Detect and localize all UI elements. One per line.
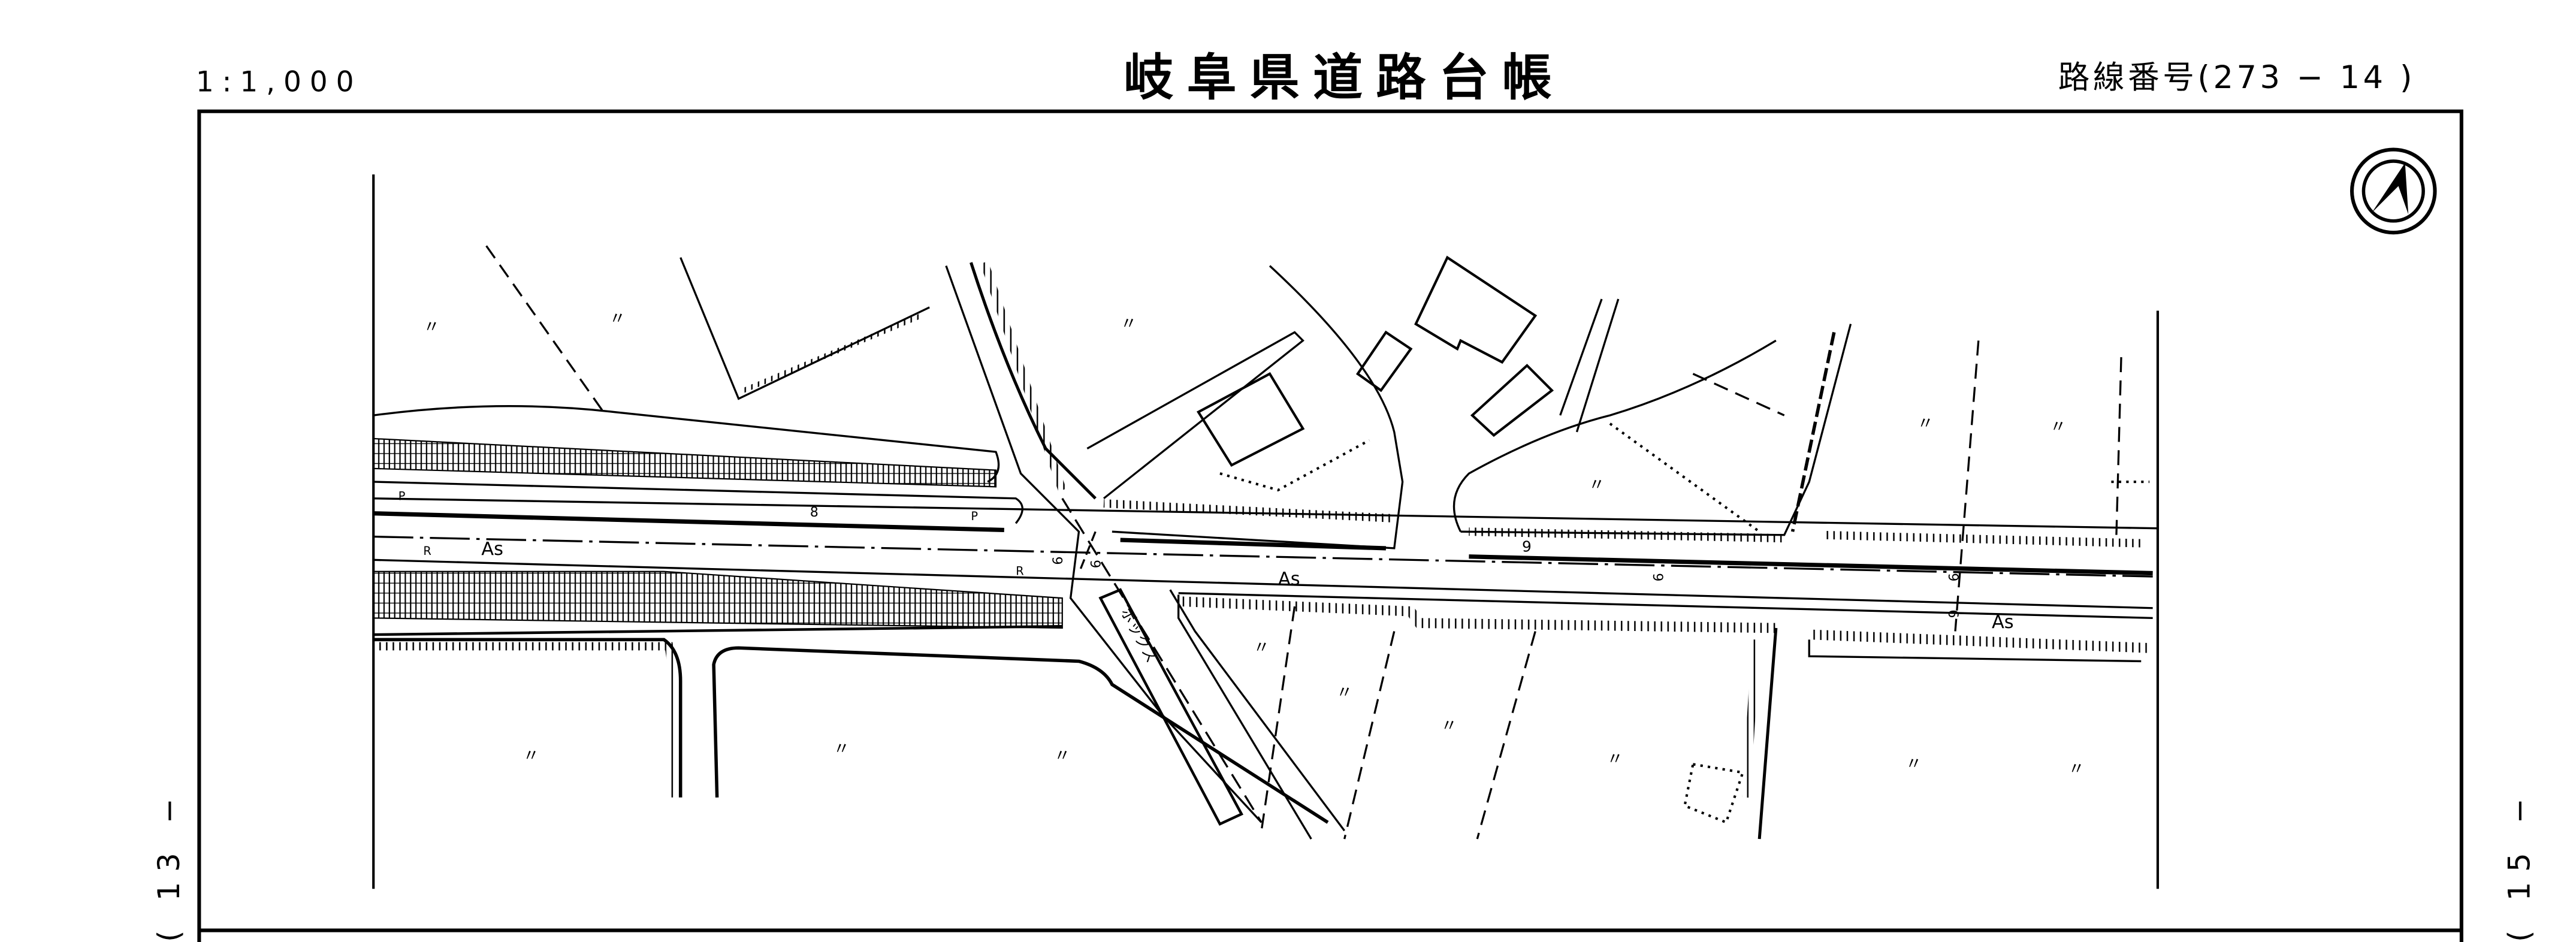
building xyxy=(1355,330,1413,393)
sheet-frame xyxy=(197,109,2463,942)
lane-label: R xyxy=(423,544,431,558)
scale-label: 1:1,000 xyxy=(196,65,363,98)
land-use-symbol: 〃 xyxy=(1606,748,1623,768)
previous-sheet-label: ( 13 − xyxy=(152,789,186,942)
width-label: 6 xyxy=(1050,557,1066,565)
road-map xyxy=(372,174,2160,889)
width-label: 6 xyxy=(1089,560,1104,568)
land-use-symbol: 〃 xyxy=(1589,475,1605,494)
land-use-symbol: 〃 xyxy=(609,309,626,328)
land-use-symbol: 〃 xyxy=(1917,413,1934,433)
width-label: 9 xyxy=(1522,538,1532,555)
north-arrow-icon xyxy=(2350,147,2437,235)
building xyxy=(1470,364,1554,437)
route-number: 路線番号(273 − 14 ) xyxy=(2058,59,2415,96)
land-use-symbol: 〃 xyxy=(1253,638,1270,657)
lane-label: R xyxy=(1016,564,1023,578)
land-use-symbol: 〃 xyxy=(833,739,850,759)
pavement-label: As xyxy=(1278,569,1300,590)
lane-label: P xyxy=(971,509,978,523)
next-sheet-label: ( 15 − xyxy=(2502,789,2536,942)
land-use-symbol: 〃 xyxy=(423,316,440,336)
width-label: 9 xyxy=(1947,609,1962,618)
building xyxy=(1196,372,1305,467)
width-label: 6 xyxy=(1947,573,1962,581)
pavement-label: As xyxy=(481,539,503,560)
land-use-symbol: 〃 xyxy=(2068,759,2085,778)
culvert-label: ボックス xyxy=(1117,605,1160,665)
land-use-symbol: 〃 xyxy=(1440,715,1457,735)
land-use-symbol: 〃 xyxy=(1336,682,1353,702)
land-use-symbol: 〃 xyxy=(1121,313,1137,333)
width-label: 6 xyxy=(1651,573,1667,581)
pavement-label: As xyxy=(1992,612,2014,633)
land-use-symbol: 〃 xyxy=(523,745,540,765)
land-use-symbol: 〃 xyxy=(2050,416,2067,436)
width-label: 8 xyxy=(810,505,819,520)
land-use-symbol: 〃 xyxy=(1054,745,1071,765)
page-title: 岐阜県道路台帳 xyxy=(1124,49,1565,107)
land-use-symbol: 〃 xyxy=(1905,754,1922,774)
lane-label: P xyxy=(398,490,406,503)
building xyxy=(1414,255,1538,364)
